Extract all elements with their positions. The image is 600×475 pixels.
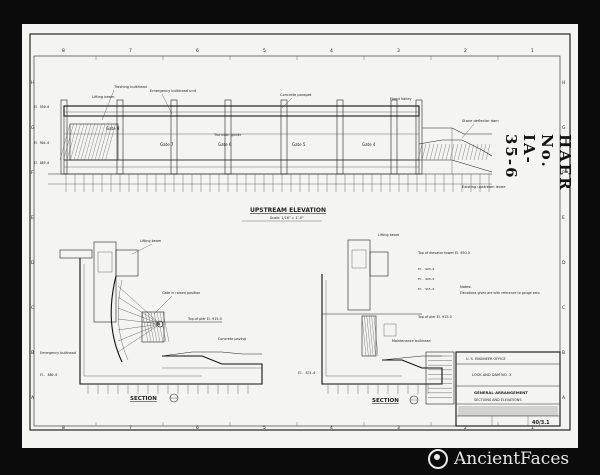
grid-col-top-4: 4 xyxy=(330,48,333,54)
grid-col-top-7: 7 xyxy=(129,48,132,54)
grid-col-top-1: 1 xyxy=(531,48,534,54)
gate-label-8: Gate 8 xyxy=(106,126,120,131)
grid-row-right-E: E xyxy=(562,215,565,221)
grid-columns-top: 8 7 6 5 4 3 2 1 xyxy=(62,48,534,60)
watermark: AncientFaces xyxy=(428,448,588,470)
grid-row-right-B: B xyxy=(562,350,565,356)
sec-a-elevation: El. 880.0 xyxy=(40,373,57,377)
grid-col-top-6: 6 xyxy=(196,48,199,54)
grid-row-left-G: G xyxy=(31,125,35,131)
sec-b-maint-bulkhead: Maintenance bulkhead xyxy=(392,339,431,343)
grid-col-bottom-5: 5 xyxy=(263,425,266,431)
sec-a-gate-raised: Gate in raised position xyxy=(162,291,200,295)
grid-col-bottom-2: 2 xyxy=(464,425,467,431)
svg-text:Scale: 1/16" = 1'-0": Scale: 1/16" = 1'-0" xyxy=(270,216,304,220)
upstream-elevation: Trashing bulkhead Lifting beam Emergency… xyxy=(34,85,506,222)
drawing-sheet: 8 7 6 5 4 3 2 1 8 7 6 5 4 3 2 1 H G F E D C B A H G F E D C B A xyxy=(22,24,578,448)
grid-row-left-E: E xyxy=(31,215,34,221)
grid-col-bottom-6: 6 xyxy=(196,425,199,431)
section-right: Lifting beam Top of elevator tower El. 9… xyxy=(298,233,470,405)
title-block: U. S. ENGINEER OFFICE LOCK AND DAM NO. 3… xyxy=(455,351,561,427)
sec-b-top-tower: Top of elevator tower El. 950.0 xyxy=(417,251,470,255)
sec-a-lifting-beam: Lifting beam xyxy=(140,239,162,243)
grid-col-bottom-4: 4 xyxy=(330,425,333,431)
svg-text:El 930.0: El 930.0 xyxy=(34,105,49,109)
inner-border xyxy=(33,55,561,427)
grid-col-bottom-8: 8 xyxy=(62,425,65,431)
svg-text:El 889.0: El 889.0 xyxy=(34,161,49,165)
sec-a-concrete-paving: Concrete paving xyxy=(218,337,246,341)
engineering-drawing: 8 7 6 5 4 3 2 1 8 7 6 5 4 3 2 1 H G F E D C B A H G F E D C B A xyxy=(29,33,571,431)
grid-col-bottom-1: 1 xyxy=(531,425,534,431)
haer-stamp-text: HAER No. IA-35-6 xyxy=(502,134,574,192)
note-upstream-levee: Existing upstream levee xyxy=(462,185,506,189)
grid-row-left-D: D xyxy=(31,260,35,266)
tb-sheet-title: GENERAL ARRANGEMENT xyxy=(474,390,528,395)
revision-block xyxy=(425,351,455,405)
section-left: Lifting beam Gate in raised position Eme… xyxy=(40,239,263,403)
grid-col-bottom-3: 3 xyxy=(397,425,400,431)
grid-row-left-H: H xyxy=(31,80,34,86)
watermark-text: AncientFaces xyxy=(454,449,570,469)
grid-row-right-D: D xyxy=(562,260,566,266)
tower-left xyxy=(93,241,117,323)
svg-text:El. 915.0: El. 915.0 xyxy=(418,287,434,291)
section-right-title: SECTION xyxy=(372,398,399,404)
grid-row-left-A: A xyxy=(31,395,35,401)
tb-drawing-no: 40/3.1 xyxy=(532,420,550,426)
grid-row-right-C: C xyxy=(562,305,565,311)
sec-a-emergency-bulkhead: Emergency bulkhead xyxy=(40,351,76,355)
upstream-elevation-title: UPSTREAM ELEVATION xyxy=(250,207,326,214)
gate-label-5: Gate 5 xyxy=(292,142,306,147)
note-trashing-bulkhead: Trashing bulkhead xyxy=(113,85,147,89)
grid-row-right-F: F xyxy=(562,170,565,176)
grid-row-right-A: A xyxy=(562,395,566,401)
grid-rows-right: H G F E D C B A xyxy=(562,80,566,401)
note-concrete-parapet: Concrete parapet xyxy=(280,93,312,97)
grid-row-right-G: G xyxy=(562,125,566,131)
svg-text:El. 929.0: El. 929.0 xyxy=(418,267,434,271)
note-emergency-bulkhead: Emergency bulkhead unit xyxy=(150,89,197,93)
tb-agency: U. S. ENGINEER OFFICE xyxy=(466,357,506,361)
grid-col-top-8: 8 xyxy=(62,48,65,54)
tb-project: LOCK AND DAM NO. 3 xyxy=(472,373,511,377)
grid-col-bottom-7: 7 xyxy=(129,425,132,431)
grid-row-left-C: C xyxy=(31,305,34,311)
gate-label-4: Gate 4 xyxy=(362,142,376,147)
tower-right xyxy=(347,239,371,311)
grid-row-left-F: F xyxy=(31,170,34,176)
svg-text:El. 920.0: El. 920.0 xyxy=(418,277,434,281)
grid-row-left-B: B xyxy=(31,350,34,356)
note-flood-valley: Flood Valley xyxy=(390,97,412,101)
note-stone-deflector: Stone deflector dam xyxy=(462,119,499,123)
grid-columns-bottom: 8 7 6 5 4 3 2 1 xyxy=(62,422,534,431)
note-lifting-beam: Lifting beam xyxy=(92,95,115,99)
notes-line-1: Elevations given are with reference to g… xyxy=(460,291,540,295)
notes-heading: Notes: xyxy=(460,285,472,289)
sec-b-top-pier: Top of pier El. 915.0 xyxy=(417,315,452,319)
svg-text:El 904.0: El 904.0 xyxy=(34,141,49,145)
notes-block: Notes: Elevations given are with referen… xyxy=(460,285,540,295)
grid-col-top-5: 5 xyxy=(263,48,266,54)
grid-col-top-3: 3 xyxy=(397,48,400,54)
section-left-title: SECTION xyxy=(130,396,157,402)
sec-a-top-pier: Top of pier El. 915.0 xyxy=(187,317,222,321)
sec-b-lifting-beam: Lifting beam xyxy=(378,233,400,237)
gate-label-6: Gate 6 xyxy=(218,142,232,147)
radial-gate-arc xyxy=(110,275,123,363)
sec-b-elevation: El. 874.0 xyxy=(298,371,315,375)
gate-label-7: Gate 7 xyxy=(160,142,174,147)
tb-sheet-subtitle: SECTIONS AND ELEVATIONS xyxy=(474,398,521,402)
sheet-border xyxy=(29,33,571,431)
note-trunnion-girder: Trunnion girder xyxy=(213,133,242,137)
grid-row-right-H: H xyxy=(562,80,565,86)
grid-col-top-2: 2 xyxy=(464,48,467,54)
grid-rows-left: H G F E D C B A xyxy=(31,80,35,401)
ancientfaces-logo-icon xyxy=(428,449,448,469)
